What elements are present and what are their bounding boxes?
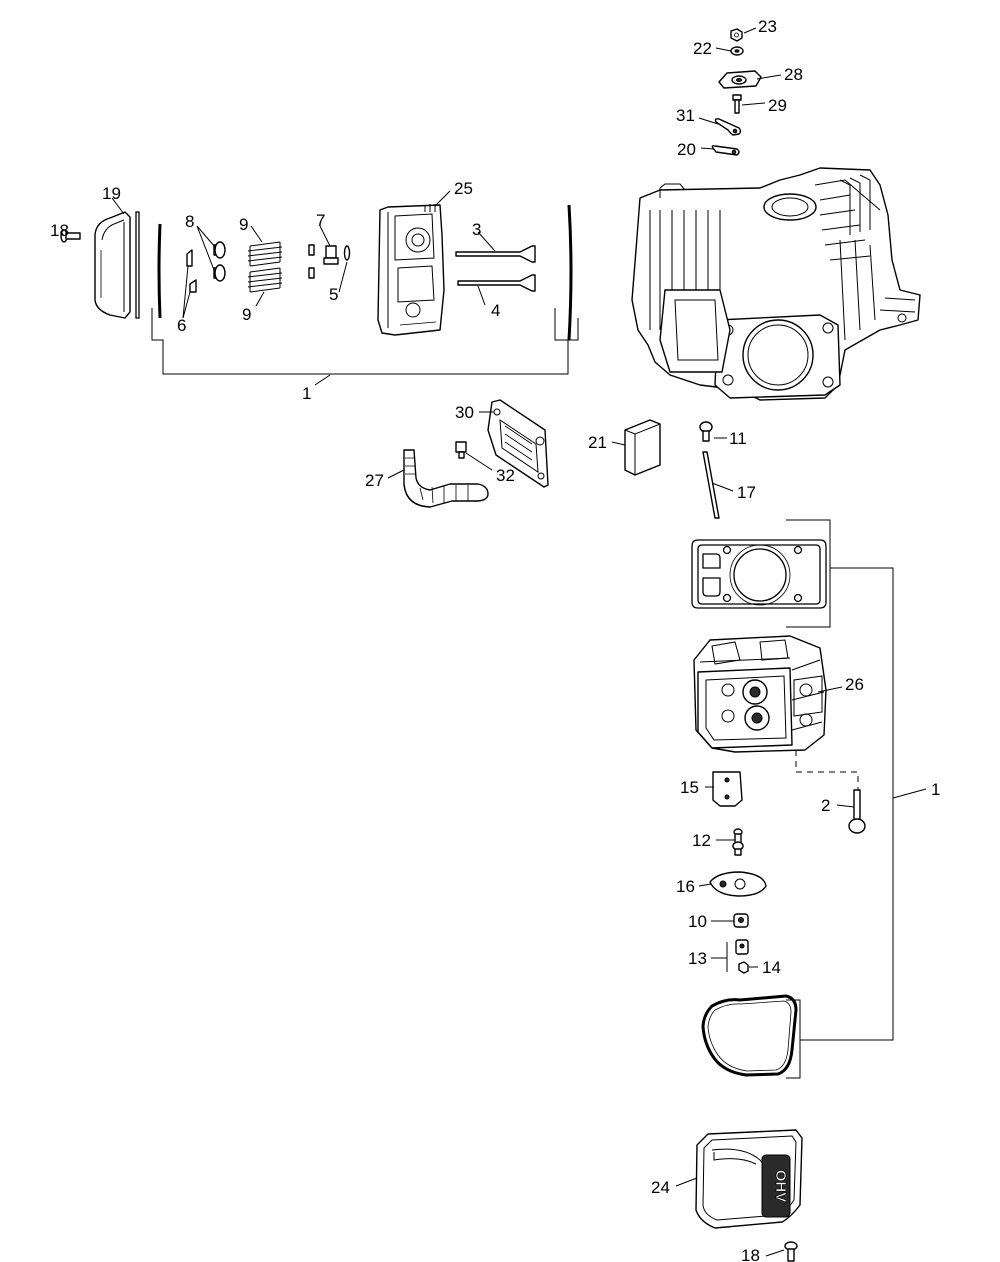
stud-29 (732, 94, 742, 114)
spring-9-top (247, 241, 283, 267)
cylinder-head-26 (693, 635, 827, 753)
callout-11: 11 (729, 429, 747, 448)
callout-12: 12 (692, 831, 711, 850)
washer-22 (730, 46, 744, 56)
clip-20 (711, 145, 740, 156)
rocker-stud-12 (732, 828, 744, 856)
seal-7 (323, 245, 339, 265)
callout-16: 16 (676, 877, 695, 896)
valve-cover-19 (94, 211, 131, 319)
retainer-8 (213, 241, 226, 282)
rocker-arm-16 (709, 871, 767, 897)
breather-cover-30 (487, 399, 549, 488)
fitting-32 (455, 441, 467, 459)
callout-18-top: 18 (50, 221, 69, 240)
box-21 (624, 419, 661, 476)
valve-3 (455, 245, 536, 263)
callout-14: 14 (762, 958, 781, 977)
hose-27 (403, 449, 489, 508)
valve-4 (457, 274, 536, 292)
callout-19: 19 (102, 184, 121, 203)
pivot-10 (733, 913, 749, 928)
cylinder-head-25 (377, 204, 445, 336)
spring-9-bottom (247, 267, 283, 293)
callout-9-bottom: 9 (242, 305, 251, 324)
callout-28: 28 (784, 65, 803, 84)
callout-7: 7 (316, 211, 325, 230)
pushrod-17 (702, 451, 720, 519)
clip-31 (714, 118, 742, 136)
gasket-1-left (157, 223, 162, 319)
rocker-cover-24: OHV (695, 1129, 803, 1229)
nut-14 (738, 961, 749, 974)
callout-2: 2 (821, 796, 830, 815)
callout-25: 25 (454, 179, 473, 198)
gasket-19b (135, 211, 140, 319)
bolt-18-bottom (784, 1241, 798, 1262)
callout-10: 10 (688, 912, 707, 931)
callout-20: 20 (677, 140, 696, 159)
callout-17: 17 (737, 483, 756, 502)
keepers (308, 244, 315, 279)
callout-29: 29 (768, 96, 787, 115)
rocker-cover-gasket (701, 994, 798, 1077)
gasket-1-right (567, 204, 573, 341)
callout-6: 6 (177, 316, 186, 335)
breather-parts-6 (186, 249, 197, 293)
rocker-stud-11 (699, 421, 713, 442)
adjuster-13 (735, 939, 749, 955)
callout-30: 30 (455, 403, 474, 422)
ohv-emboss-label: OHV (772, 1170, 789, 1203)
callout-1-top: 1 (302, 384, 311, 403)
callout-26: 26 (845, 675, 864, 694)
nut-23 (730, 28, 743, 42)
callout-31: 31 (676, 106, 695, 125)
callout-21: 21 (588, 433, 607, 452)
cap-5 (343, 245, 351, 261)
bracket-28 (718, 70, 762, 89)
callout-1-right: 1 (931, 780, 940, 799)
callout-24: 24 (651, 1178, 670, 1197)
callout-13: 13 (688, 949, 707, 968)
callout-15: 15 (680, 778, 699, 797)
callout-9-top: 9 (239, 215, 248, 234)
callout-27: 27 (365, 471, 384, 490)
callout-23: 23 (758, 17, 777, 36)
callout-8: 8 (185, 212, 194, 231)
callout-22: 22 (693, 39, 712, 58)
plate-15 (712, 771, 743, 807)
callout-4: 4 (491, 301, 500, 320)
head-gasket (691, 539, 827, 609)
bolt-2 (848, 789, 866, 834)
callout-3: 3 (472, 220, 481, 239)
callout-32: 32 (496, 466, 515, 485)
callout-5: 5 (329, 285, 338, 304)
callout-18-bottom: 18 (741, 1246, 760, 1262)
crankcase (631, 167, 921, 401)
